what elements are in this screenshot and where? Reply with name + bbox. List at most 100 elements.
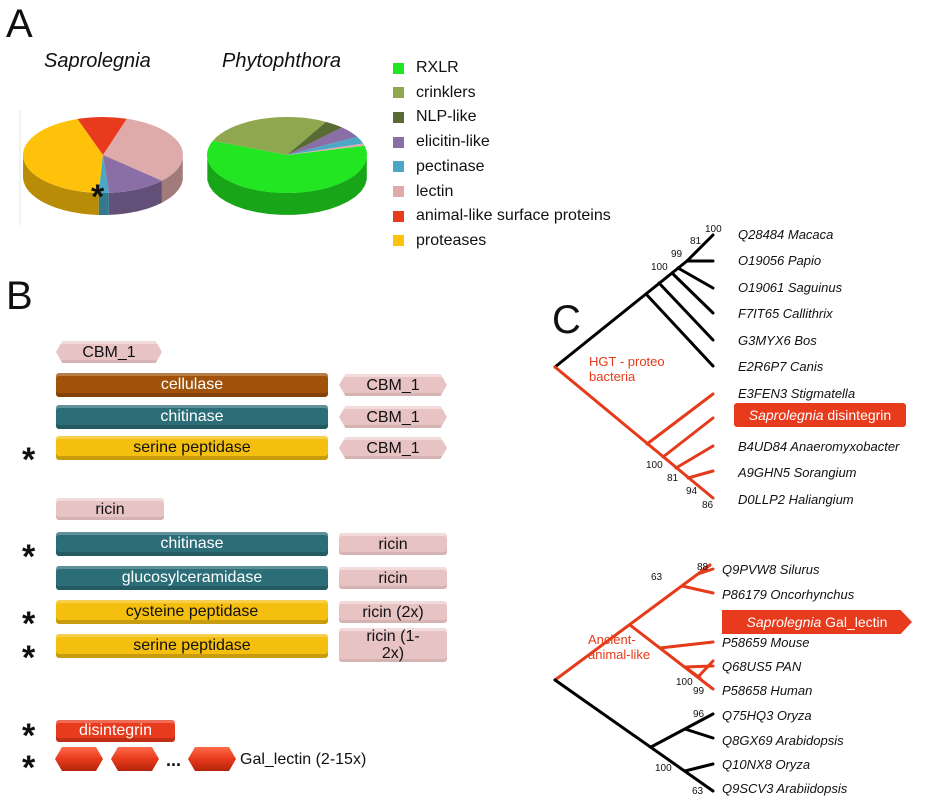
tree1-highlight-species: Saprolegnia <box>748 407 824 423</box>
tree2-leaf-mouse: P58659 Mouse <box>722 635 810 650</box>
legend-label: elicitin-like <box>416 133 490 151</box>
legend-item: elicitin-like <box>393 131 490 153</box>
tree-hgt <box>553 233 715 500</box>
domain-cysteine-peptidase: cysteine peptidase <box>56 600 328 624</box>
pie-charts <box>19 110 367 225</box>
pie-slice-crinklers <box>212 116 327 155</box>
tree1-bootstrap-5: 100 <box>646 460 663 471</box>
tree1-bootstrap-8: 86 <box>702 500 714 511</box>
panel-label-b: B <box>6 274 33 318</box>
tree1-bootstrap-2: 81 <box>690 236 702 247</box>
ancient-label-line1: Ancient- <box>588 632 636 647</box>
domain-serine-peptidase-2: serine peptidase <box>56 634 328 658</box>
star-gal-lectin: * <box>22 749 36 787</box>
legend-item: crinklers <box>393 82 476 104</box>
tree2-bootstrap-4: 99 <box>693 686 705 697</box>
tree1-leaf-haliangium: D0LLP2 Haliangium <box>738 492 854 507</box>
star-disintegrin: * <box>22 717 36 755</box>
tree2-bootstrap-6: 100 <box>655 763 672 774</box>
hgt-label: HGT - proteo bacteria <box>589 354 665 384</box>
pie-title-phytophthora: Phytophthora <box>222 50 341 72</box>
pie-title-saprolegnia: Saprolegnia <box>44 50 151 72</box>
domain-cbm1-cellulase: CBM_1 <box>339 374 447 396</box>
gal-lectin-ellipsis: ... <box>166 750 182 770</box>
legend-swatch <box>393 136 404 148</box>
legend-item: RXLR <box>393 57 459 79</box>
tree2-leaf-oryza-2: Q10NX8 Oryza <box>722 757 811 772</box>
pie-slice-animal-like-surface-proteins <box>77 117 127 155</box>
tree2-leaf-arabiidopsis: Q9SCV3 Arabiidopsis <box>722 781 848 796</box>
panel-label-c: C <box>552 298 581 342</box>
pie-saprolegnia <box>23 117 183 215</box>
legend-item: lectin <box>393 181 453 203</box>
star-serine-peptidase-1: * <box>22 441 36 479</box>
ancient-label-line2: animal-like <box>588 647 651 662</box>
tree2-bootstrap-3: 100 <box>676 677 693 688</box>
legend-swatch <box>393 235 404 247</box>
tree2-highlight-saprolegnia-gal-lectin: Saprolegnia Gal_lectin <box>722 610 912 634</box>
legend-swatch <box>393 87 404 99</box>
pie-side-elicitin-like <box>108 180 162 215</box>
pie-slice-proteases <box>23 118 103 193</box>
tree1-leaf-sorangium: A9GHN5 Sorangium <box>738 465 857 480</box>
star-serine-peptidase-2: * <box>22 639 36 677</box>
domain-glucosylceramidase: glucosylceramidase <box>56 566 328 590</box>
tree1-leaf-macaca: Q28484 Macaca <box>738 227 834 242</box>
legend-swatch <box>393 62 404 74</box>
tree1-bootstrap-1: 100 <box>705 224 722 235</box>
tree1-leaf-canis: E2R6P7 Canis <box>738 359 824 374</box>
domain-ricin-standalone: ricin <box>56 498 164 520</box>
tree2-bootstrap-2: 63 <box>651 572 663 583</box>
tree2-leaf-oncorhynchus: P86179 Oncorhynchus <box>722 587 855 602</box>
domain-chitinase-2: chitinase <box>56 532 328 556</box>
tree1-bootstrap-3: 99 <box>671 249 683 260</box>
tree2-leaf-arabidopsis: Q8GX69 Arabidopsis <box>722 733 844 748</box>
pie-star-annotation: * <box>91 178 105 216</box>
domain-chitinase-1: chitinase <box>56 405 328 429</box>
pie-slice-elicitin-like <box>103 155 162 193</box>
gal-lectin-label: Gal_lectin (2-15x) <box>240 751 367 768</box>
legend-item: animal-like surface proteins <box>393 205 611 227</box>
domain-ricin-glucosylceramidase: ricin <box>339 567 447 589</box>
pie-side-lectin <box>161 157 183 203</box>
gal-lectin-hex-2 <box>111 747 159 771</box>
pie-slice-RXLR <box>206 140 367 193</box>
legend-label: NLP-like <box>416 108 477 126</box>
pie-slice-lectin <box>287 143 365 155</box>
pie-slice-lectin <box>103 118 183 181</box>
tree2-leaf-human: P58658 Human <box>722 683 813 698</box>
pie-slice-elicitin-like <box>287 127 358 155</box>
tree1-leaf-papio: O19056 Papio <box>738 253 822 268</box>
legend-label: pectinase <box>416 157 485 175</box>
tree1-leaf-bos: G3MYX6 Bos <box>738 333 817 348</box>
legend-label: lectin <box>416 182 454 200</box>
tree1-bootstrap-7: 94 <box>686 486 698 497</box>
legend-swatch <box>393 161 404 173</box>
domain-ricin-chitinase: ricin <box>339 533 447 555</box>
tree2-bootstrap-5: 96 <box>693 709 705 720</box>
tree1-leaf-saguinus: O19061 Saguinus <box>738 280 843 295</box>
pie-side-pectinase <box>98 192 109 215</box>
star-cysteine-peptidase: * <box>22 605 36 643</box>
legend-swatch <box>393 186 404 197</box>
domain-ricin-1-2x: ricin (1-2x) <box>339 628 447 662</box>
gal-lectin-hex-1 <box>55 747 103 771</box>
pie-side-RXLR <box>207 157 367 215</box>
tree1-leaf-stigmatella: E3FEN3 Stigmatella <box>738 386 856 401</box>
tree2-leaf-pan: Q68US5 PAN <box>722 659 802 674</box>
domain-cbm1-standalone: CBM_1 <box>56 341 162 363</box>
tree1-highlight-name: disintegrin <box>827 407 892 423</box>
legend-item: pectinase <box>393 156 485 178</box>
legend-label: animal-like surface proteins <box>416 207 611 225</box>
tree2-bootstrap-7: 63 <box>692 786 704 797</box>
tree1-leaf-callithrix: F7IT65 Callithrix <box>738 306 833 321</box>
legend-swatch <box>393 210 404 222</box>
domain-cellulase: cellulase <box>56 373 328 397</box>
ancient-label: Ancient- animal-like <box>588 632 650 662</box>
legend-label: proteases <box>416 231 487 249</box>
legend-label: crinklers <box>416 83 476 101</box>
panel-label-a: A <box>6 2 33 46</box>
pie-slice-pectinase <box>287 136 364 155</box>
tree1-bootstrap-4: 100 <box>651 262 668 273</box>
gal-lectin-hexagons <box>55 747 236 771</box>
